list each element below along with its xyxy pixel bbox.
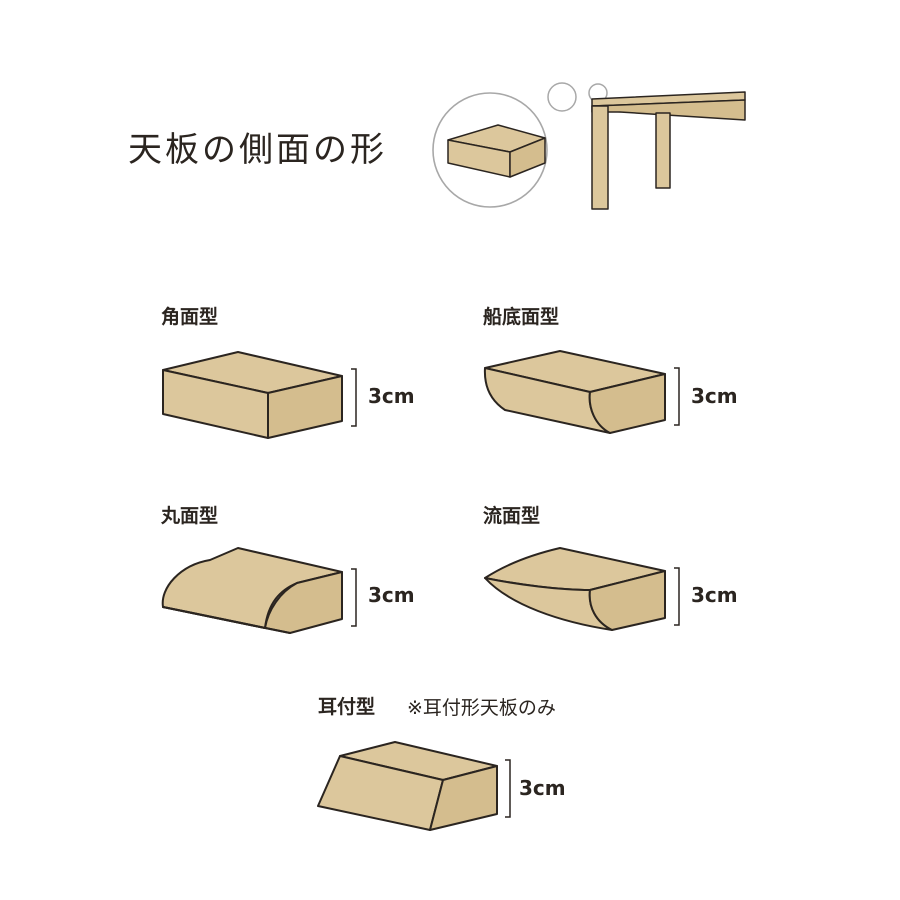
shape-label-marumen: 丸面型 xyxy=(161,505,219,527)
height-label-marumen: 3cm xyxy=(368,583,415,607)
board-side xyxy=(588,373,666,434)
shape-label-funazoko: 船底面型 xyxy=(483,306,560,328)
shape-note-mimitsuki: ※耳付形天板のみ xyxy=(407,697,556,719)
height-label-funazoko: 3cm xyxy=(691,384,738,408)
table-icon xyxy=(591,91,746,210)
height-bracket xyxy=(674,367,680,426)
magnified-board-icon xyxy=(447,124,546,178)
height-bracket xyxy=(351,368,357,427)
height-label-mimitsuki: 3cm xyxy=(519,776,566,800)
shape-label-nagare: 流面型 xyxy=(483,505,541,527)
board-side xyxy=(162,571,343,634)
page-title: 天板の側面の形 xyxy=(128,130,387,170)
board-top xyxy=(161,547,343,629)
board-side xyxy=(267,375,343,439)
bubble-large xyxy=(547,82,577,112)
height-bracket xyxy=(674,567,680,626)
board-front xyxy=(162,606,291,634)
height-bracket xyxy=(505,759,511,818)
board-side xyxy=(588,570,666,631)
height-label-nagare: 3cm xyxy=(691,583,738,607)
height-bracket xyxy=(351,568,357,627)
height-label-kakumen: 3cm xyxy=(368,384,415,408)
board-side xyxy=(429,765,498,831)
shape-label-mimitsuki: 耳付型 xyxy=(318,696,376,718)
shape-label-kakumen: 角面型 xyxy=(161,306,219,328)
